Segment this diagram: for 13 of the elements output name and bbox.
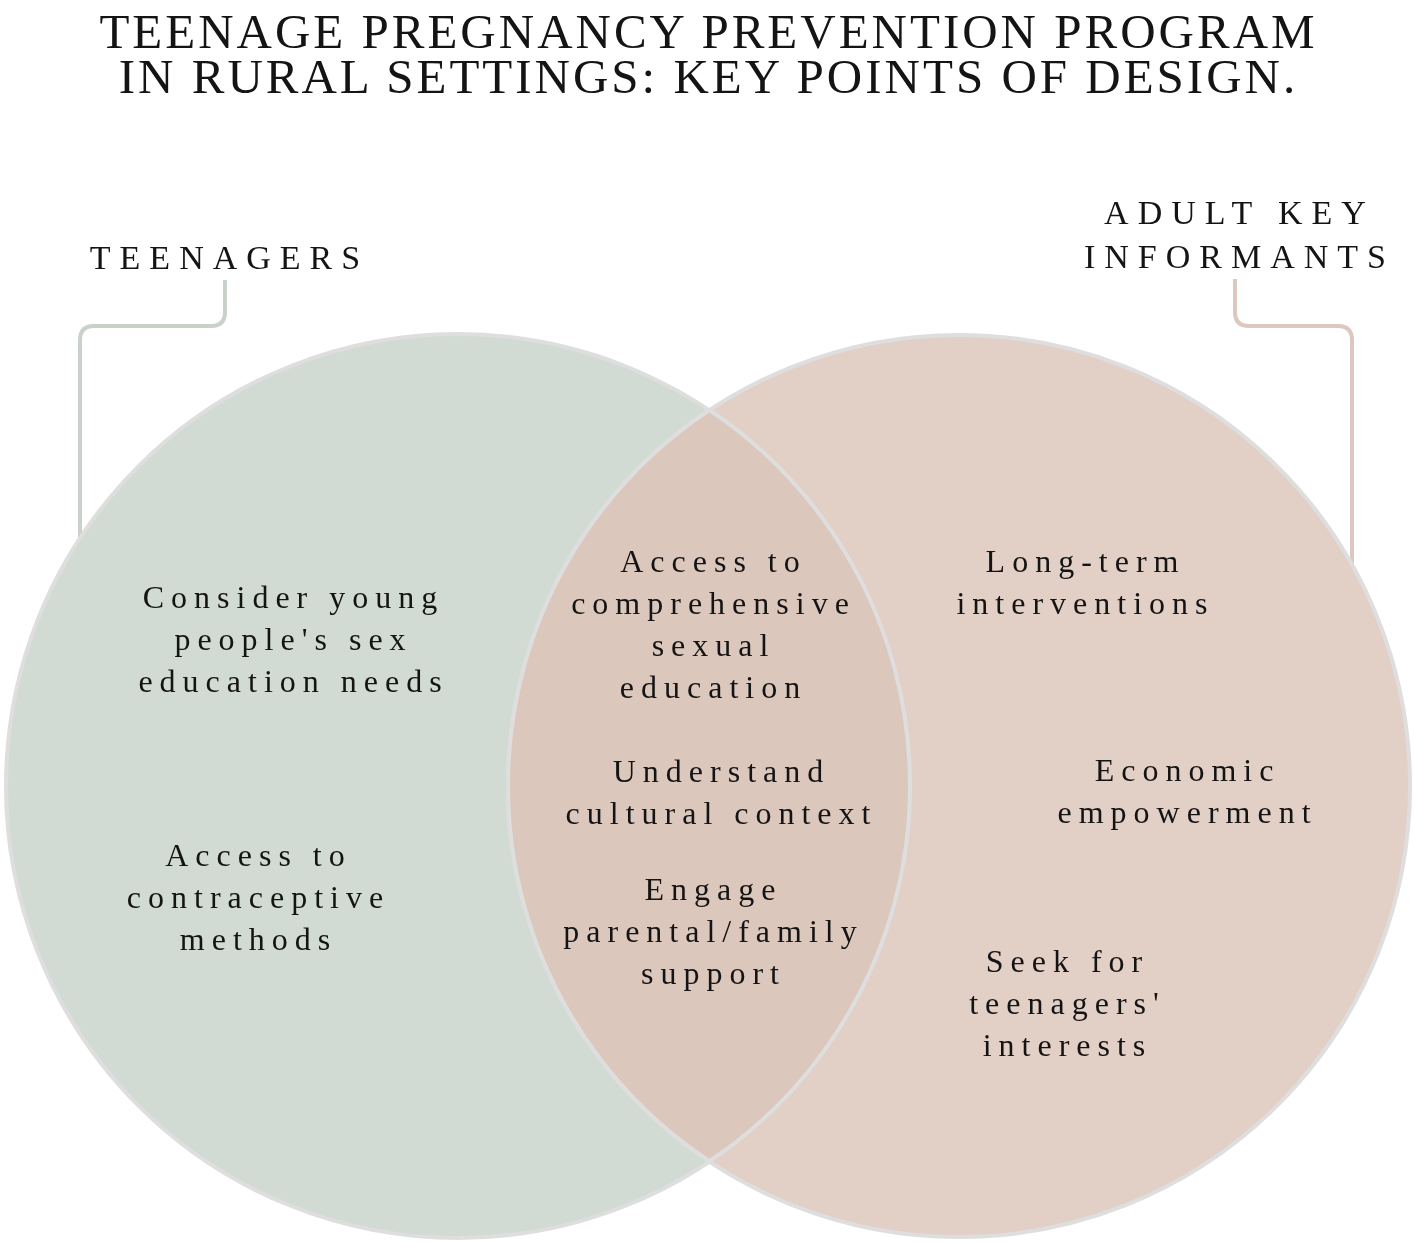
diagram-title: TEENAGE PREGNANCY PREVENTION PROGRAM IN RURAL SETTINGS: KEY POINTS OF DESIGN.: [98, 9, 1319, 99]
leader-line: [78, 280, 227, 539]
set-label: ADULT KEY INFORMANTS: [1067, 191, 1403, 279]
set-label: TEENAGERS: [75, 236, 375, 280]
leader-line: [1233, 279, 1354, 565]
design-point: Consider young people's sex education needs: [137, 578, 450, 701]
design-point: Access to contraceptive methods: [125, 836, 392, 959]
design-point: Economic empowerment: [1056, 751, 1319, 832]
design-point: Seek for teenagers' interests: [968, 942, 1167, 1065]
design-point: Engage parental/family support: [562, 870, 865, 993]
design-point: Understand cultural context: [564, 752, 879, 833]
design-point: Access to comprehensive sexual education: [570, 542, 857, 707]
design-point: Long-term interventions: [955, 542, 1216, 623]
